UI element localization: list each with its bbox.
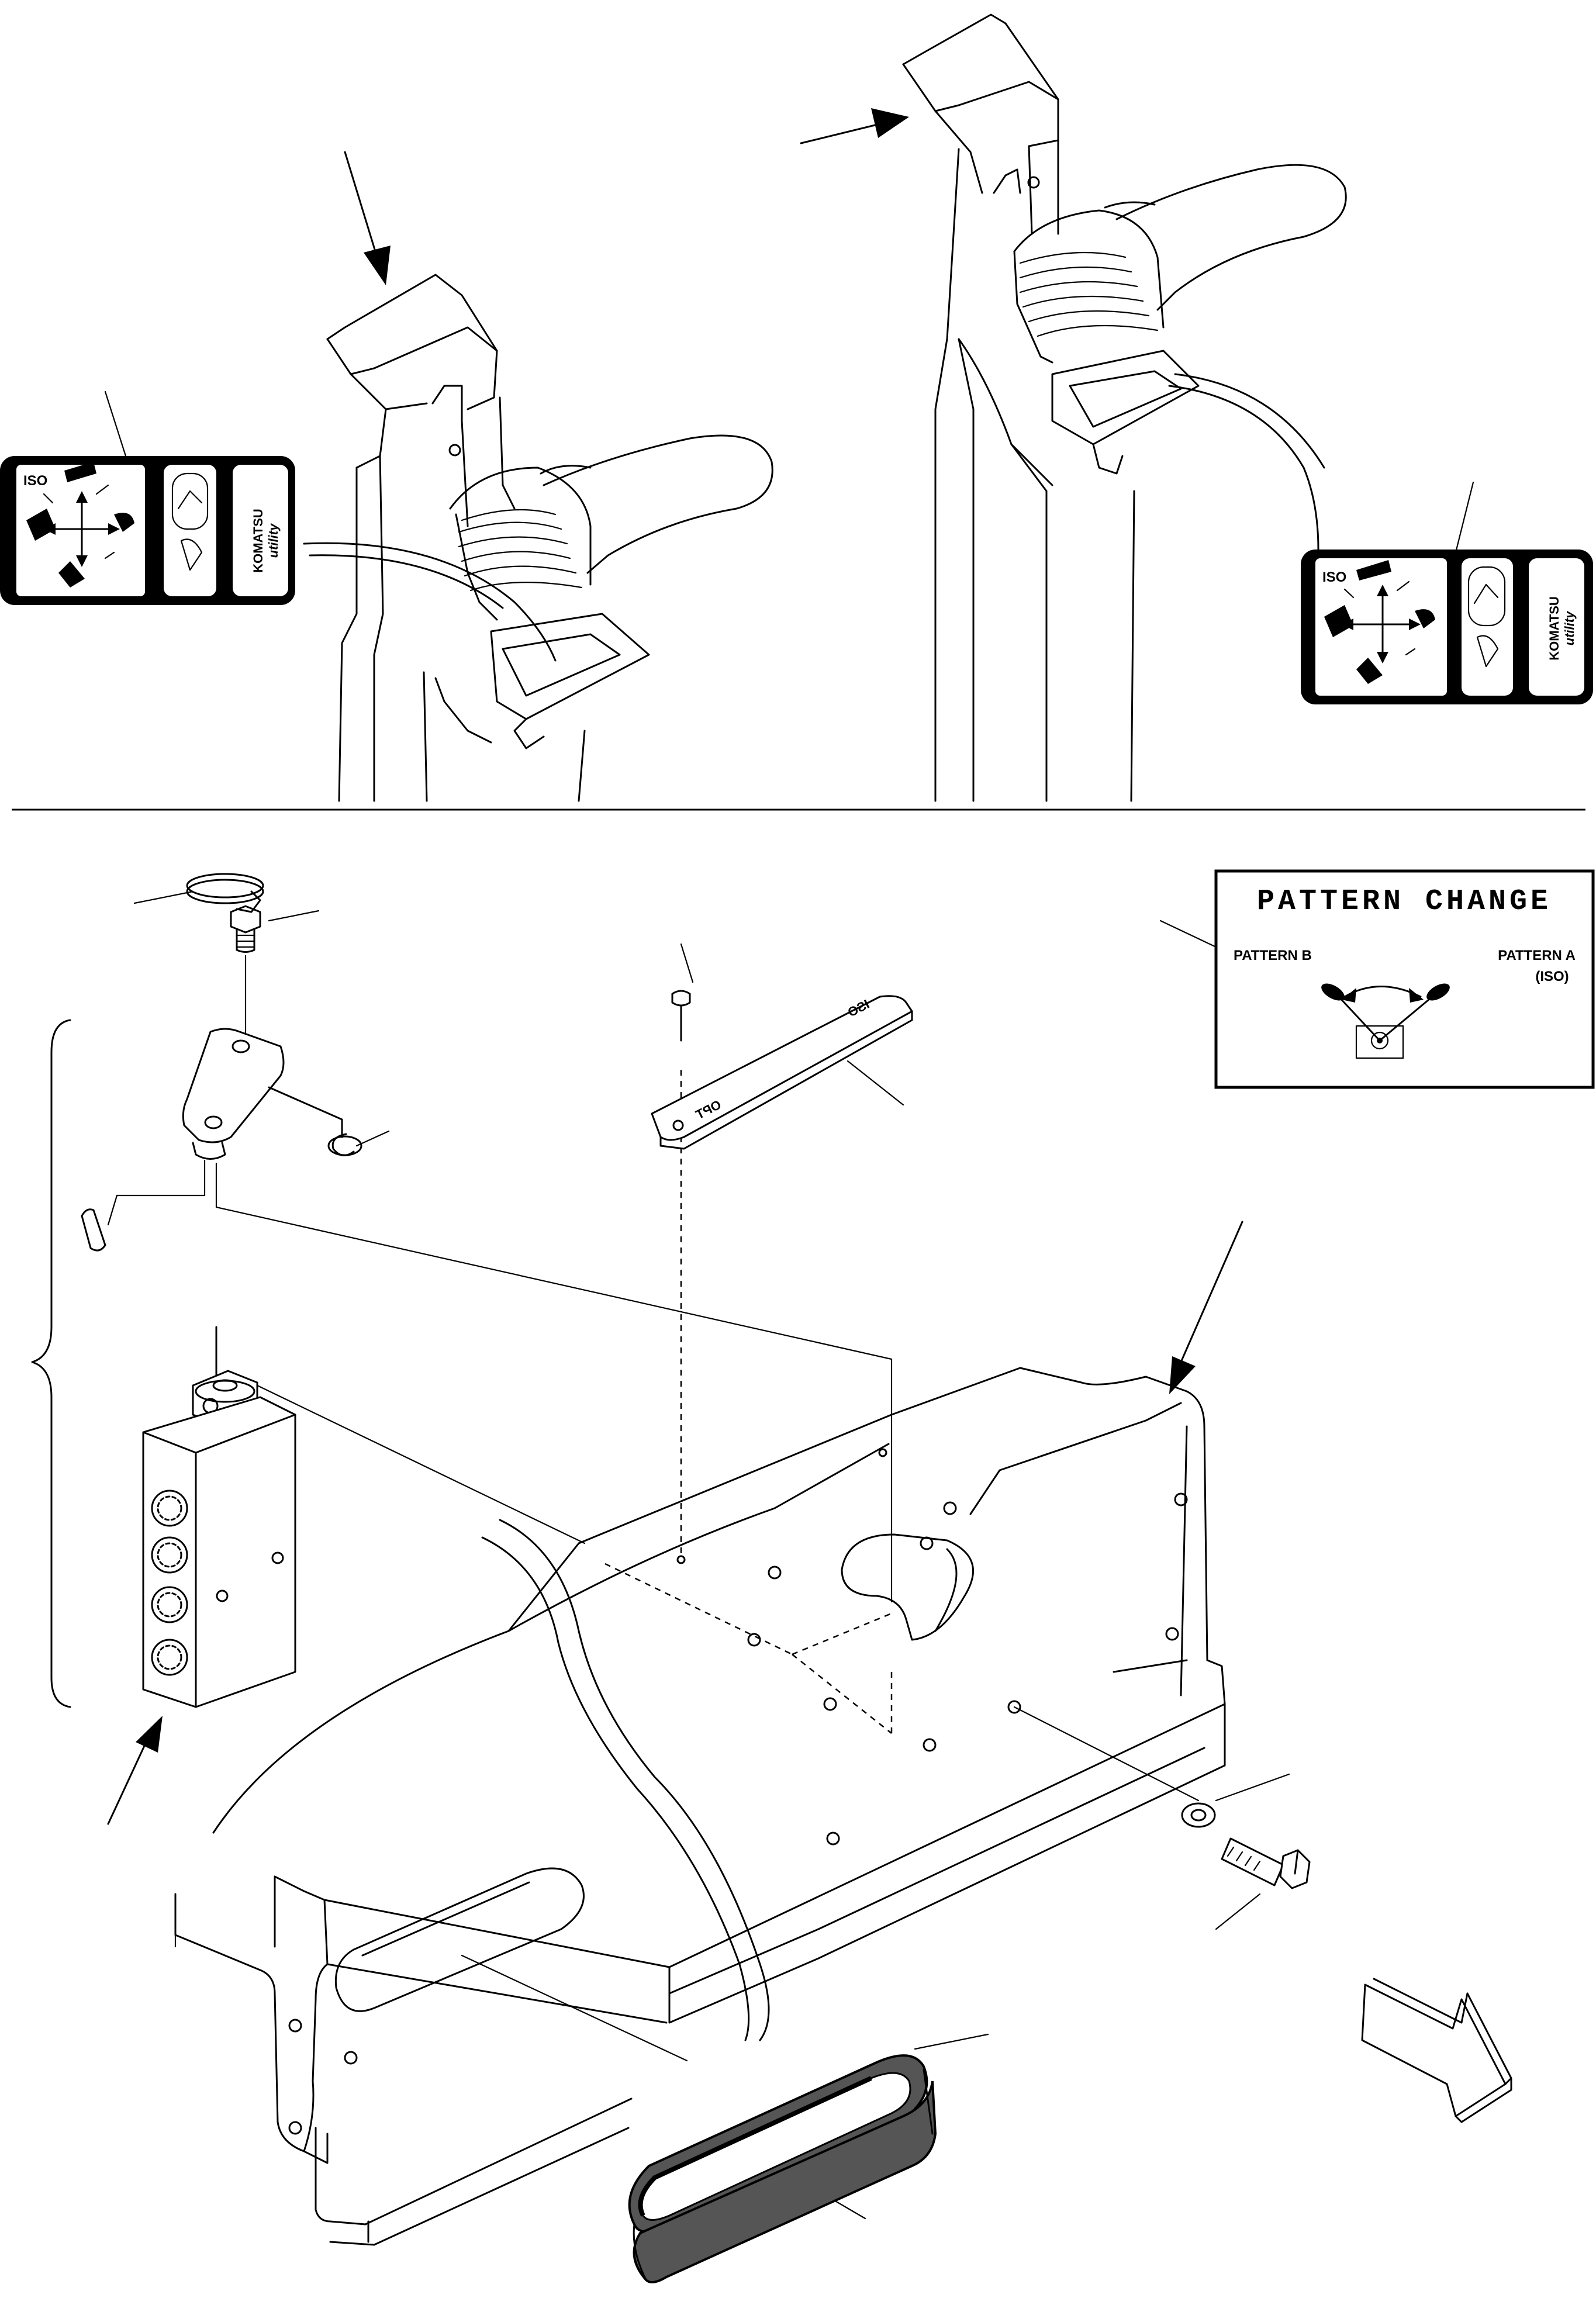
arrow-icon — [871, 108, 909, 138]
grommet-icon — [461, 1954, 989, 2283]
left-decal: ISO KOMATSU utility — [0, 456, 295, 605]
arrow-icon — [136, 1716, 163, 1753]
valve-ports — [151, 1490, 188, 1676]
front-direction-arrow-icon — [1361, 1978, 1512, 2123]
right-decal-brand-sub: utility — [1562, 610, 1577, 645]
arrow-icon — [1169, 1356, 1196, 1394]
right-decal-brand: KOMATSU — [1547, 596, 1562, 661]
pattern-change-title: PATTERN CHANGE — [1257, 885, 1552, 918]
pattern-a-label: PATTERN A — [1498, 948, 1576, 963]
arrow-icon — [364, 246, 391, 285]
right-joystick-console — [800, 13, 1474, 802]
valve-block-icon — [107, 1326, 586, 1825]
pattern-b-label: PATTERN B — [1234, 948, 1312, 963]
mounting-frame — [174, 1221, 1243, 2246]
right-decal-iso-label: ISO — [1322, 569, 1346, 585]
pattern-change-plate: PATTERN CHANGE PATTERN B PATTERN A (ISO) — [1159, 869, 1595, 1089]
group-brace — [31, 1019, 71, 1708]
selector-bar: OPT ISO — [651, 943, 913, 1564]
bolt-icon — [1013, 1706, 1311, 1930]
left-decal-brand: KOMATSU — [251, 509, 265, 573]
left-decal-brand-sub: utility — [266, 523, 281, 558]
clamp-band — [133, 873, 320, 1042]
left-decal-iso-label: ISO — [23, 473, 47, 489]
lever-link — [81, 1028, 893, 1603]
left-joystick-console — [104, 151, 773, 802]
pattern-a-sub: (ISO) — [1535, 969, 1569, 984]
right-decal: ISO KOMATSU utility — [1301, 550, 1593, 704]
